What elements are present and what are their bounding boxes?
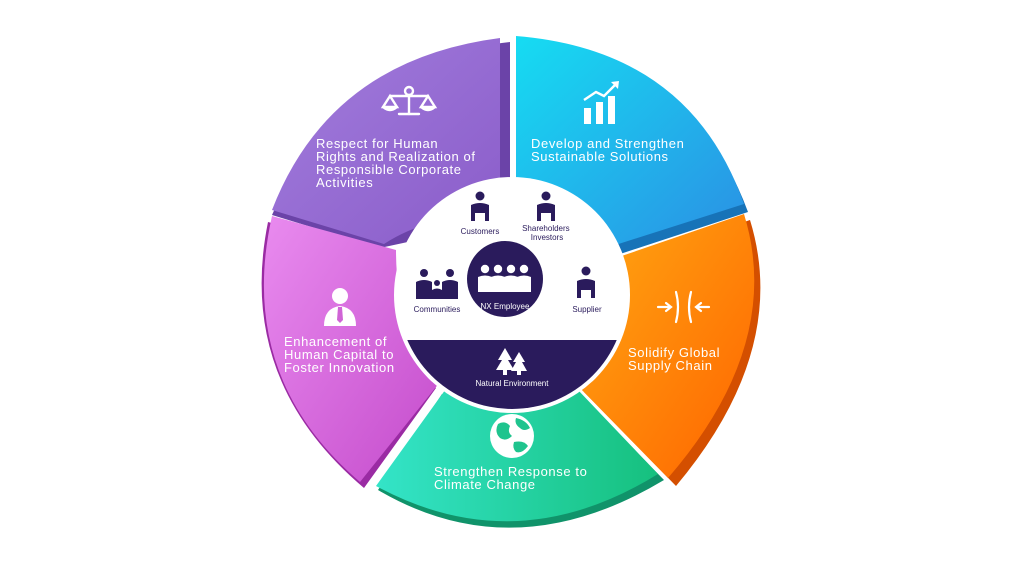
shareholders-label-line2: Investors [531,233,563,242]
community-icon [416,269,458,299]
rights-label: Respect for Human Rights and Realization… [316,136,476,190]
shareholder-icon [537,191,555,221]
supplier-icon [577,266,595,298]
customers-label: Customers [461,227,500,236]
businessman-icon [324,288,356,326]
environment-label: Natural Environment [476,379,550,388]
globe-icon [490,414,534,458]
solutions-label: Develop and Strengthen Sustainable Solut… [531,136,685,164]
trees-icon [496,348,527,375]
scale-icon [380,85,438,116]
climate-label: Strengthen Response to Climate Change [434,464,588,492]
shareholders-label: Shareholders Investors [522,224,572,242]
communities-label: Communities [414,305,461,314]
growth-chart-icon [583,81,619,124]
employee-group-icon [478,264,531,292]
segment-climate [376,386,664,528]
shareholders-label-line1: Shareholders [522,224,570,233]
employee-label: NX Employee [481,302,530,311]
customer-icon [471,191,489,221]
converge-arrows-icon [656,290,711,324]
supplier-label: Supplier [572,305,602,314]
supply-label: Solidify Global Supply Chain [628,345,721,373]
capital-label: Enhancement of Human Capital to Foster I… [284,334,395,375]
